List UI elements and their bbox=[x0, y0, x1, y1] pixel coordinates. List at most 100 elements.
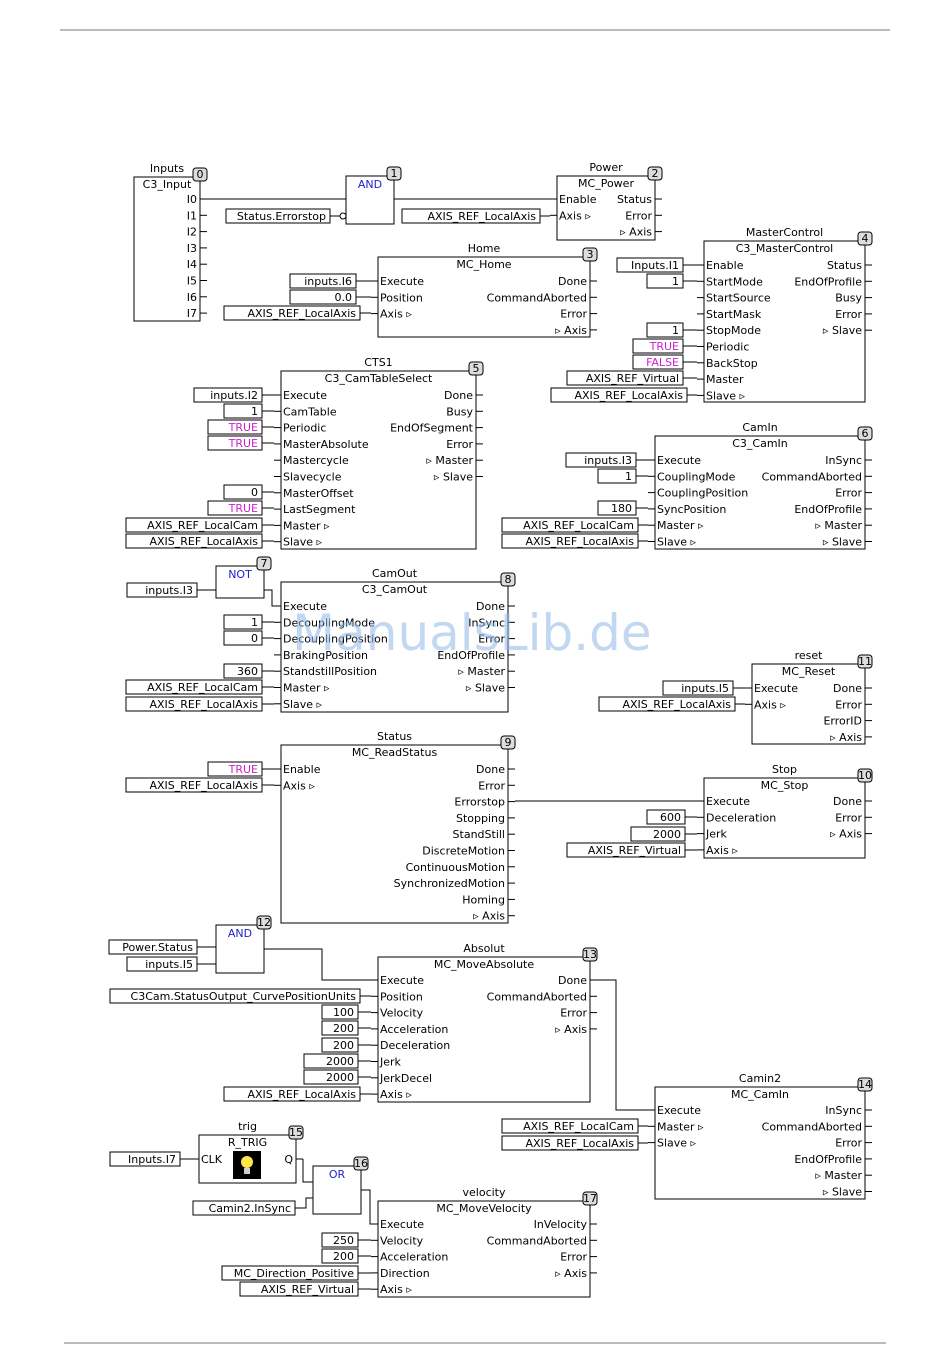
parameter-value-box[interactable]: AXIS_REF_Virtual bbox=[566, 370, 684, 386]
input-pin-label: JerkDecel bbox=[379, 1072, 432, 1085]
parameter-value-box[interactable]: AXIS_REF_LocalAxis bbox=[501, 533, 639, 549]
function-block-c3-mastercontrol[interactable]: MasterControlC3_MasterControl4EnableStar… bbox=[697, 226, 873, 403]
parameter-value-box[interactable]: AXIS_REF_LocalCam bbox=[501, 1118, 639, 1134]
parameter-value-box[interactable]: TRUE bbox=[207, 435, 263, 451]
parameter-value-box[interactable]: 600 bbox=[646, 809, 686, 825]
output-pin-label: EndOfSegment bbox=[390, 422, 474, 435]
input-pin-label: MasterAbsolute bbox=[283, 438, 369, 451]
parameter-value-box[interactable]: inputs.I5 bbox=[662, 680, 734, 696]
function-block-c3-camin[interactable]: CamInC3_CamIn6ExecuteCouplingModeCouplin… bbox=[648, 421, 873, 550]
parameter-value-box[interactable]: inputs.I3 bbox=[126, 582, 198, 598]
function-block-mc-movevelocity[interactable]: velocityMC_MoveVelocity17ExecuteVelocity… bbox=[371, 1186, 598, 1298]
parameter-value-box[interactable]: FALSE bbox=[632, 354, 684, 370]
parameter-value-box[interactable]: 0 bbox=[223, 484, 263, 500]
parameter-value-box[interactable]: 1 bbox=[223, 403, 263, 419]
parameter-value: 1 bbox=[672, 275, 679, 288]
parameter-value-box[interactable]: TRUE bbox=[207, 761, 263, 777]
parameter-value-box[interactable]: 1 bbox=[646, 273, 684, 289]
parameter-value-box[interactable]: 2000 bbox=[303, 1053, 359, 1069]
parameter-value-box[interactable]: Status.Errorstop bbox=[225, 208, 331, 224]
block-type-name: R_TRIG bbox=[228, 1136, 267, 1149]
parameter-value-box[interactable]: AXIS_REF_Virtual bbox=[239, 1281, 359, 1297]
parameter-value-box[interactable]: 2000 bbox=[303, 1069, 359, 1085]
input-pin-label: Enable bbox=[706, 259, 744, 272]
output-pin-label: Error bbox=[835, 1137, 862, 1150]
parameter-value-box[interactable]: Power.Status bbox=[108, 939, 198, 955]
parameter-value-box[interactable]: 1 bbox=[223, 614, 263, 630]
block-number: 7 bbox=[261, 557, 268, 570]
input-pin-label: Execute bbox=[380, 275, 424, 288]
output-pin-label: ▹ Axis bbox=[555, 1023, 587, 1036]
parameter-value-box[interactable]: AXIS_REF_LocalAxis bbox=[401, 208, 541, 224]
function-block-c3-camtableselect[interactable]: CTS1C3_CamTableSelect5ExecuteCamTablePer… bbox=[274, 356, 484, 550]
parameter-value-box[interactable]: Inputs.I7 bbox=[109, 1151, 181, 1167]
input-pin-label: Execute bbox=[380, 974, 424, 987]
connection-wire bbox=[358, 1239, 371, 1290]
parameter-value-box[interactable]: MC_Direction_Positive bbox=[221, 1265, 359, 1281]
parameter-value-box[interactable]: TRUE bbox=[632, 338, 684, 354]
input-pin-label: Execute bbox=[380, 1218, 424, 1231]
parameter-value-box[interactable]: 180 bbox=[597, 500, 637, 516]
parameter-value-box[interactable]: AXIS_REF_LocalAxis bbox=[125, 777, 263, 793]
block-number-badge bbox=[353, 1156, 369, 1171]
block-number: 17 bbox=[583, 1192, 597, 1205]
function-block-mc-moveabsolute[interactable]: AbsolutMC_MoveAbsolute13ExecutePositionV… bbox=[371, 942, 598, 1103]
parameter-value-box[interactable]: 0.0 bbox=[289, 289, 357, 305]
parameter-value-box[interactable]: 360 bbox=[223, 663, 263, 679]
parameter-value-box[interactable]: AXIS_REF_Virtual bbox=[566, 842, 686, 858]
block-instance-name: Status bbox=[377, 730, 412, 743]
parameter-value-box[interactable]: AXIS_REF_LocalAxis bbox=[550, 387, 688, 403]
parameter-value-box[interactable]: Inputs.I1 bbox=[616, 257, 684, 273]
parameter-value-box[interactable]: TRUE bbox=[207, 419, 263, 435]
parameter-value-box[interactable]: inputs.I6 bbox=[289, 273, 357, 289]
parameter-value-box[interactable]: AXIS_REF_LocalAxis bbox=[223, 1086, 361, 1102]
parameter-value-box[interactable]: Camin2.InSync bbox=[192, 1200, 296, 1216]
block-number: 0 bbox=[197, 168, 204, 181]
block-number-badge bbox=[256, 556, 272, 571]
parameter-value-box[interactable]: AXIS_REF_LocalAxis bbox=[598, 696, 736, 712]
block-number-badge bbox=[582, 1191, 598, 1206]
input-pin-label: Jerk bbox=[379, 1056, 402, 1069]
parameter-value-box[interactable]: inputs.I2 bbox=[193, 387, 263, 403]
block-instance-name: Camin2 bbox=[739, 1072, 781, 1085]
output-pin-label: Done bbox=[476, 763, 505, 776]
parameter-value-box[interactable]: AXIS_REF_LocalCam bbox=[501, 517, 639, 533]
parameter-value-box[interactable]: AXIS_REF_LocalAxis bbox=[501, 1135, 639, 1151]
parameter-value-box[interactable]: C3Cam.StatusOutput_CurvePositionUnits bbox=[109, 988, 361, 1004]
parameter-value-box[interactable]: 2000 bbox=[630, 826, 686, 842]
parameter-value-box[interactable]: 250 bbox=[321, 1232, 359, 1248]
parameter-value-box[interactable]: AXIS_REF_LocalAxis bbox=[223, 305, 361, 321]
parameter-value-box[interactable]: AXIS_REF_LocalCam bbox=[125, 679, 263, 695]
parameter-value: TRUE bbox=[228, 502, 258, 515]
output-pin-label: Homing bbox=[462, 893, 505, 906]
parameter-value-box[interactable]: TRUE bbox=[207, 500, 263, 516]
parameter-value-box[interactable]: AXIS_REF_LocalAxis bbox=[125, 696, 263, 712]
parameter-value-box[interactable]: 1 bbox=[597, 468, 637, 484]
parameter-value-box[interactable]: AXIS_REF_LocalCam bbox=[125, 517, 263, 533]
output-pin-label: Done bbox=[558, 275, 587, 288]
block-number: 12 bbox=[257, 916, 271, 929]
parameter-value-box[interactable]: 100 bbox=[321, 1004, 359, 1020]
parameter-value-box[interactable]: 0 bbox=[223, 630, 263, 646]
parameter-value-box[interactable]: 200 bbox=[321, 1020, 359, 1036]
parameter-value-box[interactable]: 200 bbox=[321, 1248, 359, 1264]
function-block-mc-stop[interactable]: StopMC_Stop10ExecuteDecelerationJerkAxis… bbox=[697, 763, 873, 859]
input-pin-label: StartMode bbox=[706, 275, 763, 288]
parameter-value-box[interactable]: 200 bbox=[321, 1037, 359, 1053]
function-block-c3-camout[interactable]: CamOutC3_CamOut8ExecuteDecouplingModeDec… bbox=[274, 567, 516, 713]
output-pin-label: ContinuousMotion bbox=[406, 861, 505, 874]
parameter-value-box[interactable]: inputs.I5 bbox=[126, 956, 198, 972]
parameter-value-box[interactable]: inputs.I3 bbox=[565, 452, 637, 468]
parameter-value-box[interactable]: AXIS_REF_LocalAxis bbox=[125, 533, 263, 549]
parameter-value-box[interactable]: 1 bbox=[646, 322, 684, 338]
